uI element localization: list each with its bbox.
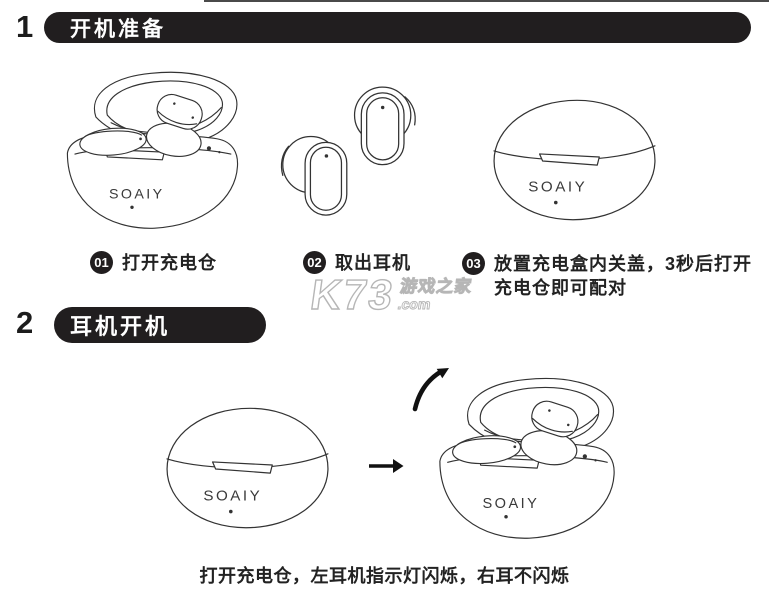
step-label-03-line2: 充电仓即可配对 bbox=[494, 278, 627, 298]
led-dot bbox=[504, 515, 508, 519]
earbud-in-case-left bbox=[452, 435, 522, 465]
open-case-illustration: SOAIY bbox=[439, 378, 615, 539]
section1-title: 开机准备 bbox=[70, 17, 166, 41]
watermark-com-text: .com bbox=[396, 296, 432, 313]
step-label-03-line1: 放置充电盒内关盖，3秒后打开 bbox=[494, 254, 753, 274]
step-label-01: 打开充电仓 bbox=[122, 253, 217, 273]
watermark-site-text: 游戏之家 bbox=[398, 277, 474, 297]
open-case-illustration: SOAIY bbox=[66, 71, 239, 229]
step-badge-02: 02 bbox=[303, 251, 326, 274]
watermark-right-block: 游戏之家 .com bbox=[396, 277, 474, 313]
watermark-k73-text: K73 bbox=[307, 270, 398, 318]
section2-title: 耳机开机 bbox=[70, 314, 171, 339]
brand-text: SOAIY bbox=[109, 187, 164, 203]
right-arrow-icon bbox=[369, 459, 404, 473]
closed-case-illustration: SOAIY bbox=[166, 407, 329, 529]
lid-notch bbox=[211, 461, 273, 474]
section2-number: 2 bbox=[16, 305, 34, 340]
brand-text: SOAIY bbox=[203, 487, 262, 504]
earbuds-illustration bbox=[280, 86, 416, 216]
brand-text: SOAIY bbox=[528, 178, 587, 195]
section1-number: 1 bbox=[16, 9, 34, 44]
case-body bbox=[66, 133, 239, 229]
earbud-left bbox=[280, 135, 348, 216]
section2-title-pill: 耳机开机 bbox=[54, 307, 266, 343]
led-dot bbox=[130, 205, 134, 209]
led-dot bbox=[553, 200, 558, 205]
step-label-02: 取出耳机 bbox=[335, 253, 411, 273]
step-badge-01: 01 bbox=[90, 251, 113, 274]
brand-text: SOAIY bbox=[483, 496, 540, 512]
section1-title-pill: 开机准备 bbox=[44, 12, 751, 43]
closed-case-illustration: SOAIY bbox=[493, 99, 656, 221]
section2-caption: 打开充电仓，左耳机指示灯闪烁，右耳不闪烁 bbox=[199, 566, 570, 586]
earbud-in-case-right bbox=[145, 93, 203, 158]
earbud-in-case-right bbox=[520, 400, 579, 466]
led-dot bbox=[228, 509, 233, 514]
step-badge-03: 03 bbox=[462, 252, 485, 275]
step-label-03: 放置充电盒内关盖，3秒后打开 充电仓即可配对 bbox=[494, 252, 752, 300]
top-crop-line bbox=[204, 0, 769, 2]
open-lid-arrow-icon bbox=[412, 368, 449, 412]
earbud-right bbox=[353, 86, 416, 166]
k73-watermark: K73 游戏之家 .com bbox=[307, 270, 474, 318]
lid-notch bbox=[538, 153, 600, 166]
